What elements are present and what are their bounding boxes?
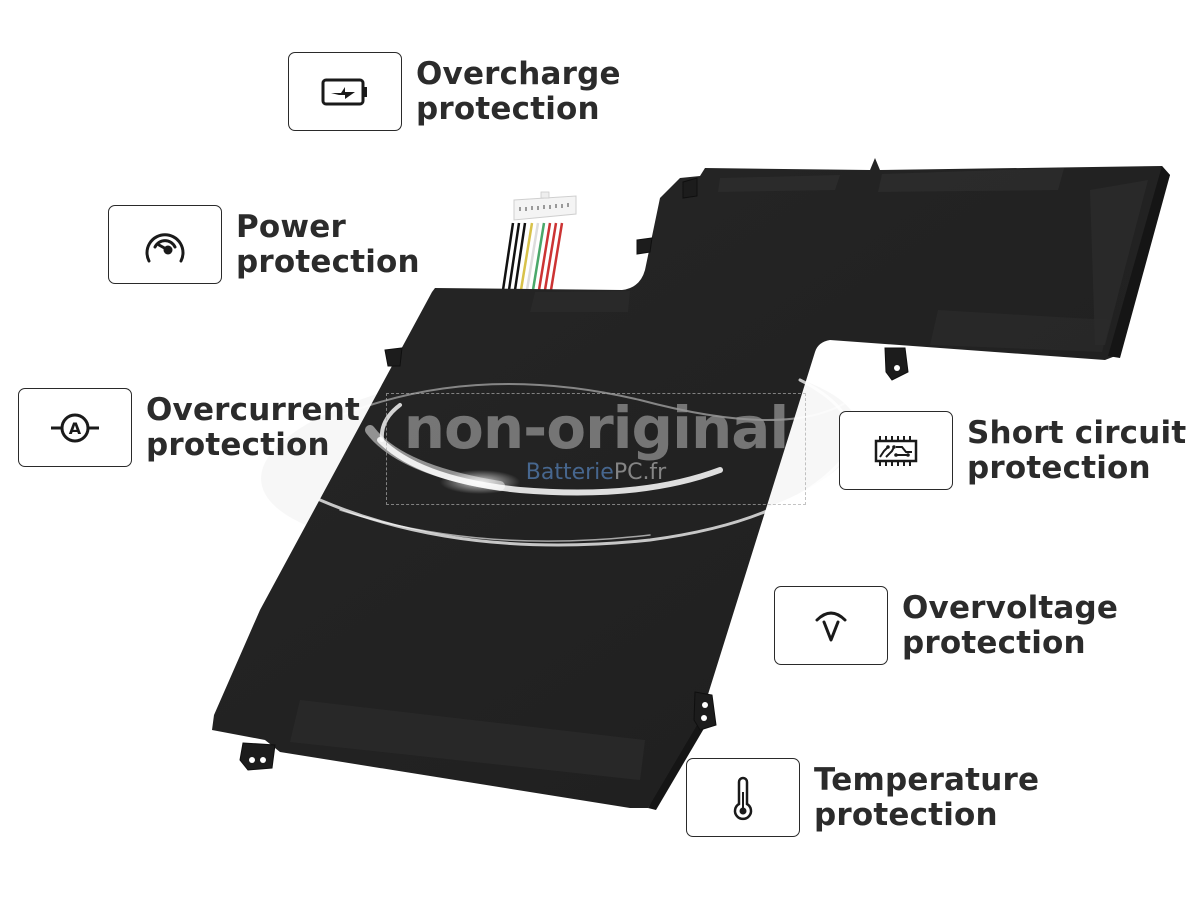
battery-body — [212, 158, 1170, 808]
icon-box — [839, 411, 953, 490]
icon-box — [288, 52, 402, 131]
watermark: non-original BatteriePC.fr — [386, 393, 806, 505]
thermometer-icon — [733, 776, 753, 820]
connector-plug — [513, 191, 577, 221]
connector-wires — [501, 222, 564, 291]
feature-overvoltage-protection: Overvoltage protection — [774, 586, 1118, 665]
feature-label: Temperature protection — [814, 761, 1040, 833]
feature-label: Overcharge protection — [416, 55, 621, 127]
feature-power-protection: Power protection — [108, 205, 420, 284]
feature-temperature-protection: Temperature protection — [686, 758, 1039, 837]
ammeter-icon: A — [51, 413, 99, 442]
icon-box — [774, 586, 888, 665]
icon-box: A — [18, 388, 132, 467]
feature-label: Overvoltage protection — [902, 589, 1119, 661]
feature-label: Short circuit protection — [967, 414, 1187, 486]
watermark-brand: BatteriePC.fr — [525, 460, 667, 485]
feature-short-circuit-protection: Short circuit protection — [839, 411, 1186, 490]
icon-box — [686, 758, 800, 837]
voltage-icon — [815, 611, 847, 641]
battery-charging-icon — [321, 78, 367, 105]
feature-label: Overcurrent protection — [146, 391, 361, 463]
icon-box — [108, 205, 222, 284]
feature-label: Power protection — [236, 208, 420, 280]
gauge-icon — [145, 232, 185, 262]
feature-overcharge-protection: Overcharge protection — [288, 52, 621, 131]
watermark-main-text: non-original — [403, 394, 790, 462]
svg-text:A: A — [69, 419, 82, 438]
feature-overcurrent-protection: A Overcurrent protection — [18, 388, 360, 467]
circuit-chip-icon — [874, 435, 918, 466]
